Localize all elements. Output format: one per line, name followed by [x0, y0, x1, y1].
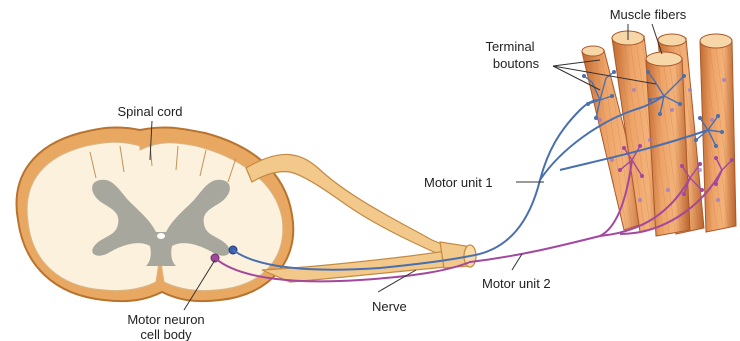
label-motor-unit-1: Motor unit 1 [424, 175, 493, 190]
label-nerve: Nerve [372, 299, 407, 314]
label-muscle-fibers: Muscle fibers [610, 7, 687, 22]
label-spinal-cord: Spinal cord [117, 104, 182, 119]
central-canal [157, 233, 165, 239]
label-terminal-boutons-2: boutons [493, 56, 540, 71]
label-motor-neuron-1: Motor neuron [127, 312, 204, 327]
muscle-fiber-bundle [582, 31, 736, 236]
label-terminal-boutons-1: Terminal [485, 39, 534, 54]
label-motor-unit-2: Motor unit 2 [482, 276, 551, 291]
ventral-root [262, 250, 458, 282]
label-motor-neuron-2: cell body [140, 327, 192, 341]
